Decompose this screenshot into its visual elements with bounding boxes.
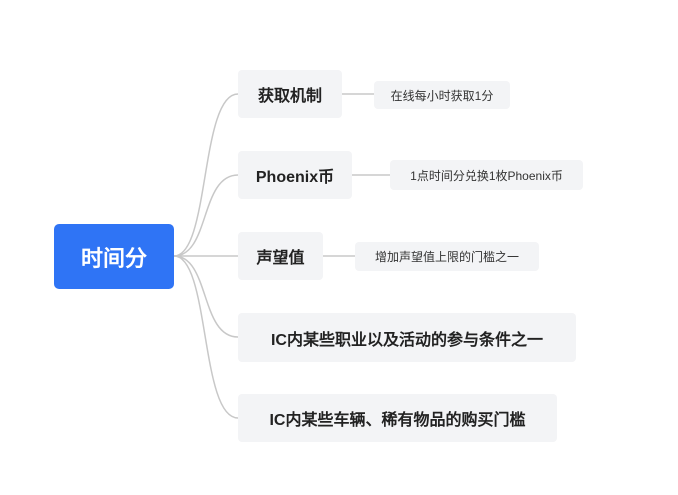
leaf-node-reputation-detail[interactable]: 增加声望值上限的门槛之一: [355, 242, 539, 271]
leaf-node-acquisition-detail[interactable]: 在线每小时获取1分: [374, 81, 510, 109]
branch-node-reputation[interactable]: 声望值: [238, 232, 323, 280]
branch-node-purchase-threshold[interactable]: IC内某些车辆、稀有物品的购买门槛: [238, 394, 557, 442]
branch-node-phoenix-coin[interactable]: Phoenix币: [238, 151, 352, 199]
connector-branch-4: [173, 255, 239, 338]
connector-branch-2: [173, 174, 239, 257]
branch-node-acquisition[interactable]: 获取机制: [238, 70, 342, 118]
connector-branch-1: [173, 93, 239, 257]
branch-node-job-requirement[interactable]: IC内某些职业以及活动的参与条件之一: [238, 313, 576, 362]
connector-branch-5: [173, 255, 239, 419]
leaf-node-phoenix-detail[interactable]: 1点时间分兑换1枚Phoenix币: [390, 160, 583, 190]
root-node[interactable]: 时间分: [54, 224, 174, 289]
